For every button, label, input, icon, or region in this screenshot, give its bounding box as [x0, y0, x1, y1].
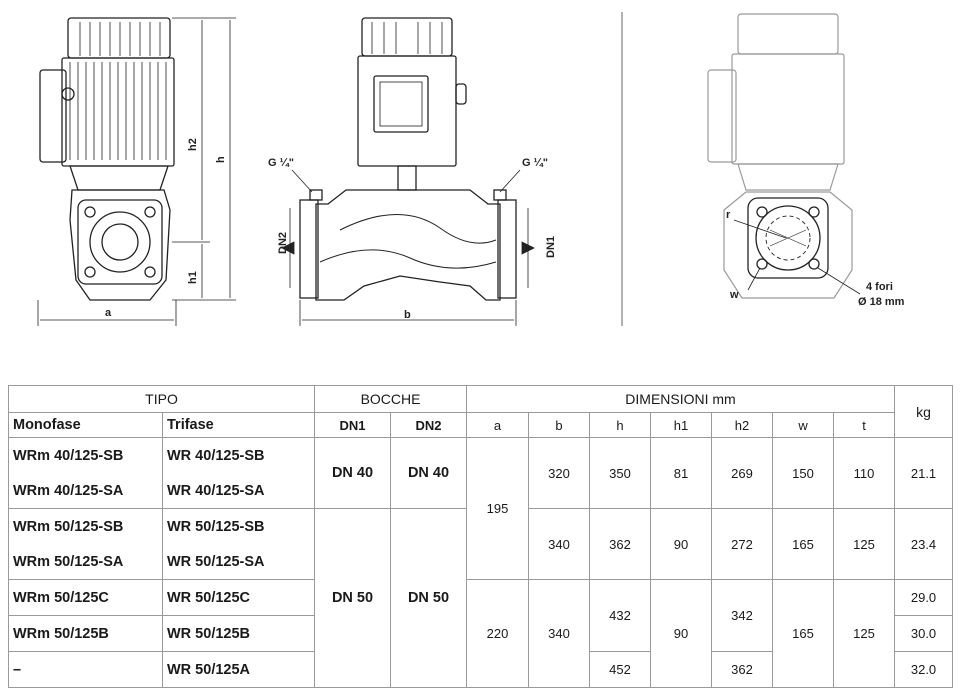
header-a: a [466, 412, 530, 438]
header-t: t [833, 412, 896, 438]
kg-value: 30.0 [894, 615, 954, 652]
table-row: WRm 50/125-SA WR 50/125-SA [8, 544, 953, 580]
model-monofase: WRm 40/125-SA [8, 473, 163, 509]
model-trifase: WR 50/125-SB [161, 508, 316, 544]
dim-label-a: a [105, 307, 112, 319]
h1-value: 81 [650, 437, 713, 509]
t-value: 110 [833, 437, 896, 509]
t-value: 125 [833, 508, 896, 580]
h-value: 350 [589, 437, 652, 509]
dim-label-h2: h2 [187, 138, 199, 151]
model-trifase: WR 50/125A [161, 651, 316, 688]
model-trifase: WR 50/125C [161, 579, 316, 616]
g-thread-right-label: G ¼" [522, 157, 548, 169]
model-monofase: – [8, 651, 163, 688]
h-value: 432 [589, 579, 652, 652]
h-value: 362 [589, 508, 652, 580]
model-trifase: WR 50/125-SA [161, 544, 316, 580]
h2-value: 342 [711, 579, 774, 652]
dn2-label: DN2 [277, 232, 289, 254]
flange-face [733, 197, 861, 295]
a-value: 195 [466, 437, 530, 580]
hole-diameter-label: Ø 18 mm [858, 296, 905, 308]
dim-label-w: w [729, 289, 739, 301]
kg-value: 21.1 [894, 437, 954, 509]
header-monofase: Monofase [8, 412, 163, 438]
h2-value: 269 [711, 437, 774, 509]
table-row: WRm 40/125-SB WR 40/125-SB DN 40 DN 40 1… [8, 437, 954, 580]
header-trifase: Trifase [161, 412, 316, 438]
header-h2: h2 [711, 412, 774, 438]
b-value: 340 [528, 579, 591, 688]
h2-value: 362 [711, 651, 774, 688]
table-row: – WR 50/125A 452 362 32.0 [8, 651, 954, 688]
spec-table: TIPO BOCCHE DIMENSIONI mm kg Monofase Tr… [7, 385, 954, 688]
dim-label-h: h [215, 156, 227, 163]
model-monofase: WRm 50/125-SB [8, 508, 163, 544]
table-row: WRm 50/125C WR 50/125C 220 340 432 90 34… [8, 579, 954, 688]
header-w: w [772, 412, 835, 438]
table-row: WRm 50/125B WR 50/125B 30.0 [8, 615, 954, 652]
model-monofase: WRm 50/125C [8, 579, 163, 616]
front-view-drawing [299, 17, 517, 301]
header-dn1: DN1 [314, 412, 392, 438]
h1-value: 90 [650, 579, 713, 688]
a-value: 220 [466, 579, 530, 688]
model-monofase: WRm 50/125B [8, 615, 163, 652]
b-value: 320 [528, 437, 591, 509]
h1-value: 90 [650, 508, 713, 580]
w-value: 165 [772, 508, 835, 580]
header-tipo: TIPO [7, 385, 316, 413]
table-row: WRm 50/125-SB WR 50/125-SB DN 50 DN 50 3… [8, 508, 954, 688]
dim-label-h1: h1 [187, 271, 199, 284]
model-trifase: WR 50/125B [161, 615, 316, 652]
dn1-label: DN1 [545, 236, 557, 258]
header-b: b [528, 412, 591, 438]
model-monofase: WRm 50/125-SA [8, 544, 163, 580]
w-value: 150 [772, 437, 835, 509]
header-kg: kg [894, 385, 954, 438]
pump-drawings: a h2 h1 h b DN2 DN1 G ¼" G [37, 12, 905, 326]
flange-view-drawing [707, 13, 853, 299]
g-thread-left-label: G ¼" [268, 157, 294, 169]
dn2-value: DN 50 [390, 508, 468, 688]
dim-label-b: b [404, 309, 411, 321]
t-value: 125 [833, 579, 896, 688]
model-trifase: WR 40/125-SA [161, 473, 316, 509]
kg-value: 23.4 [894, 508, 954, 580]
w-value: 165 [772, 579, 835, 688]
b-value: 340 [528, 508, 591, 580]
model-trifase: WR 40/125-SB [161, 437, 316, 473]
h-value: 452 [589, 651, 652, 688]
dn1-value: DN 50 [314, 508, 392, 688]
header-h1: h1 [650, 412, 713, 438]
kg-value: 32.0 [894, 651, 954, 688]
model-monofase: WRm 40/125-SB [8, 437, 163, 473]
kg-value: 29.0 [894, 579, 954, 616]
header-h: h [589, 412, 652, 438]
dn2-value: DN 40 [390, 437, 468, 509]
holes-count-label: 4 fori [866, 281, 893, 293]
dim-label-r: r [726, 209, 731, 221]
header-dimensioni: DIMENSIONI mm [466, 385, 896, 413]
side-view-drawing [39, 17, 175, 301]
dn1-value: DN 40 [314, 437, 392, 509]
header-bocche: BOCCHE [314, 385, 468, 413]
header-dn2: DN2 [390, 412, 468, 438]
h2-value: 272 [711, 508, 774, 580]
